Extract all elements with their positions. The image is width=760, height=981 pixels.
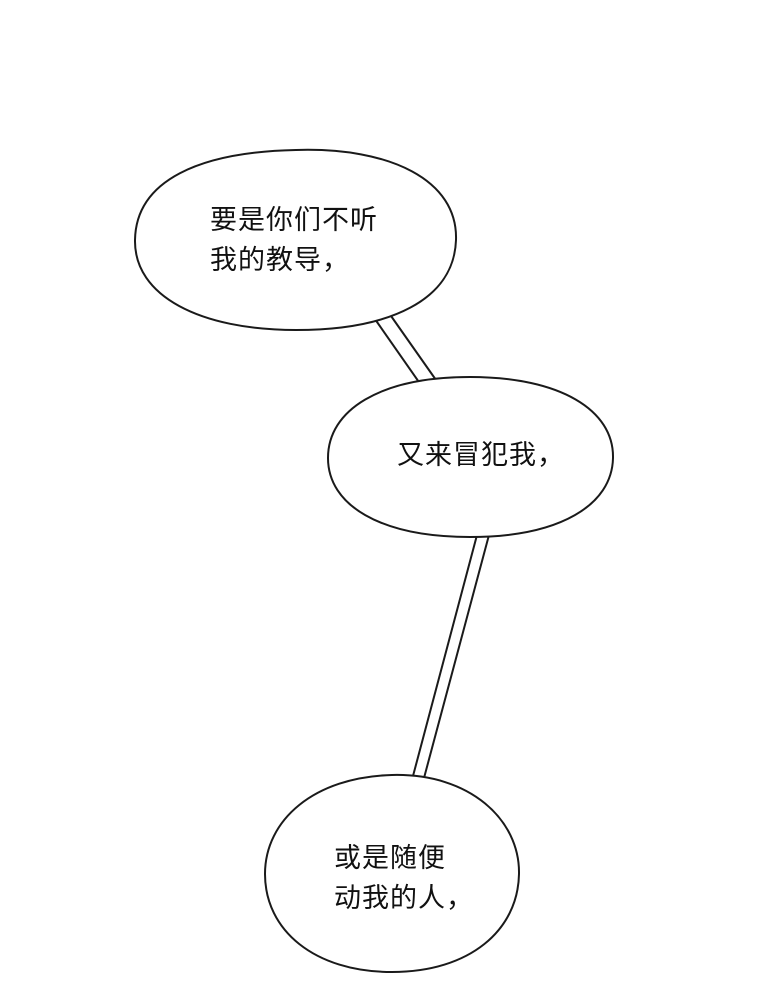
bubble-3-text: 或是随便 动我的人，	[334, 839, 474, 919]
bubble-1-text: 要是你们不听 我的教导，	[210, 201, 378, 281]
bubble-2-line-1: 又来冒犯我，	[397, 440, 565, 471]
bubble-connector-2-3	[412, 534, 490, 779]
bubble-3-line-2: 动我的人，	[334, 883, 474, 914]
bubble-3-line-1: 或是随便	[334, 843, 446, 874]
bubble-1-line-2: 我的教导，	[210, 245, 350, 276]
bubble-2-text: 又来冒犯我，	[397, 436, 565, 476]
speech-bubble-2	[326, 375, 615, 539]
bubble-1-line-1: 要是你们不听	[210, 205, 378, 236]
bubble-connector-1-2	[369, 305, 437, 386]
speech-bubble-3	[263, 773, 521, 974]
speech-bubble-1	[133, 148, 458, 332]
